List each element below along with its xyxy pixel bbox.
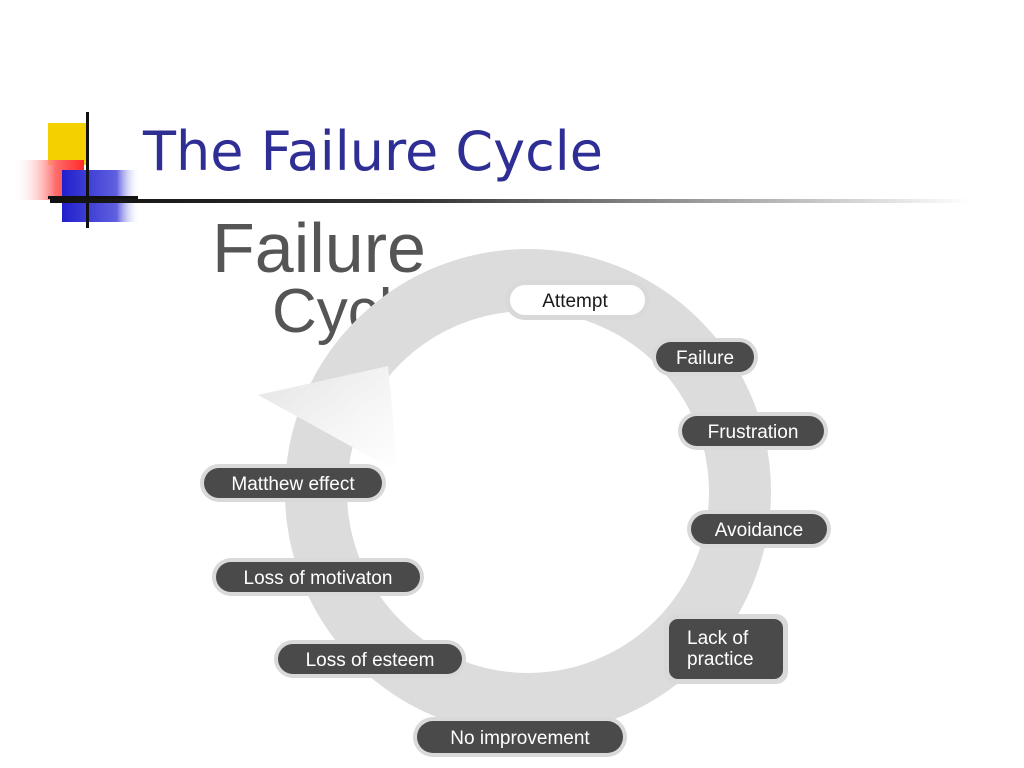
step-loss-of-motivation: Loss of motivaton: [212, 558, 424, 596]
slide-logo: [14, 112, 140, 228]
step-attempt: Attempt: [505, 280, 650, 320]
title-divider: [50, 199, 970, 203]
step-label: Failure: [676, 348, 734, 369]
step-no-improvement: No improvement: [413, 717, 627, 757]
step-label: Attempt: [542, 291, 608, 312]
step-label-line2: practice: [687, 649, 754, 670]
slide-title: The Failure Cycle: [143, 120, 604, 183]
step-label: Loss of motivaton: [244, 568, 393, 589]
cycle-arrowhead: [258, 366, 398, 472]
step-lack-of-practice: Lack of practice: [664, 614, 788, 684]
step-label: Matthew effect: [231, 474, 355, 495]
step-matthew-effect: Matthew effect: [200, 464, 386, 502]
step-failure: Failure: [652, 338, 758, 376]
step-frustration: Frustration: [678, 412, 828, 450]
diagram-heading-failure: Failure: [212, 209, 426, 287]
step-label: No improvement: [450, 728, 590, 749]
step-label-line1: Lack of: [687, 628, 749, 649]
step-avoidance: Avoidance: [687, 510, 831, 548]
step-label: Frustration: [708, 422, 799, 443]
step-loss-of-esteem: Loss of esteem: [274, 640, 466, 678]
step-label: Avoidance: [715, 520, 803, 541]
step-label: Loss of esteem: [306, 650, 435, 671]
